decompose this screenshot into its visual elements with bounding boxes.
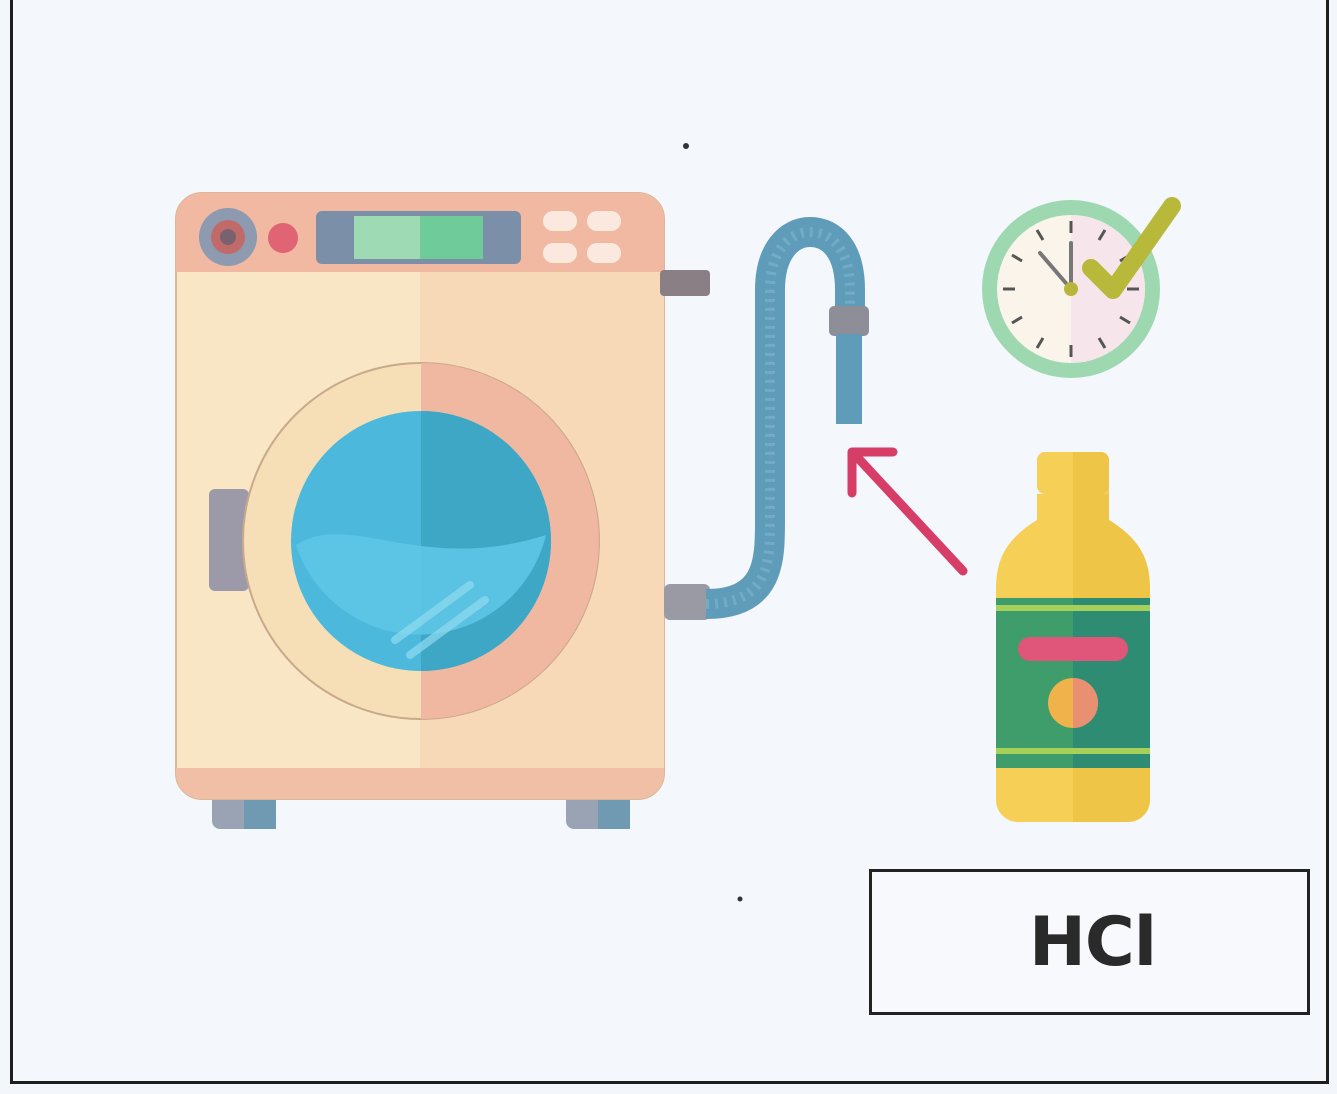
chemical-label: HCl (1023, 903, 1156, 982)
panel-button-icon (587, 211, 621, 231)
power-button-icon (268, 223, 298, 253)
arrow-icon (852, 452, 963, 571)
outlet-pipe (660, 270, 710, 296)
panel-button-icon (587, 243, 621, 263)
answer-label-box: HCl (869, 869, 1310, 1015)
washing-machine-icon (176, 193, 710, 829)
clock-icon (982, 200, 1160, 378)
acid-bottle-icon (996, 452, 1150, 822)
panel-button-icon (543, 243, 577, 263)
panel-button-icon (543, 211, 577, 231)
